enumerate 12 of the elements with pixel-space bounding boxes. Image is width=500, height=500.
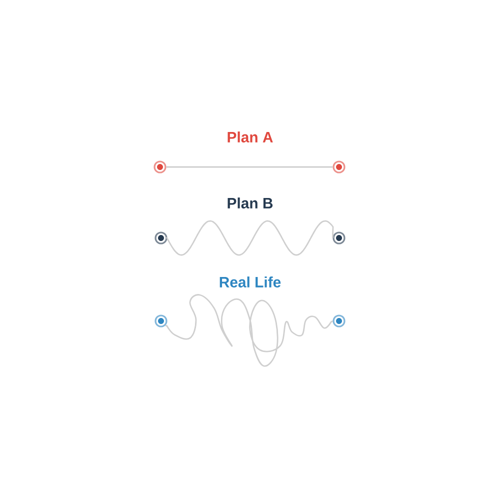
connector-line xyxy=(166,220,334,256)
endpoint-dot xyxy=(154,160,166,174)
plan-heading: Real Life xyxy=(220,276,281,288)
plan-heading: Plan B xyxy=(228,198,273,208)
connector-line xyxy=(166,166,333,168)
connector-line xyxy=(164,294,334,367)
endpoint-dot xyxy=(332,160,346,174)
endpoint-dot xyxy=(332,232,346,244)
plan-heading: Plan A xyxy=(228,132,273,142)
endpoint-dot xyxy=(154,314,168,328)
endpoint-dot xyxy=(332,314,346,328)
endpoint-dot xyxy=(154,232,168,244)
